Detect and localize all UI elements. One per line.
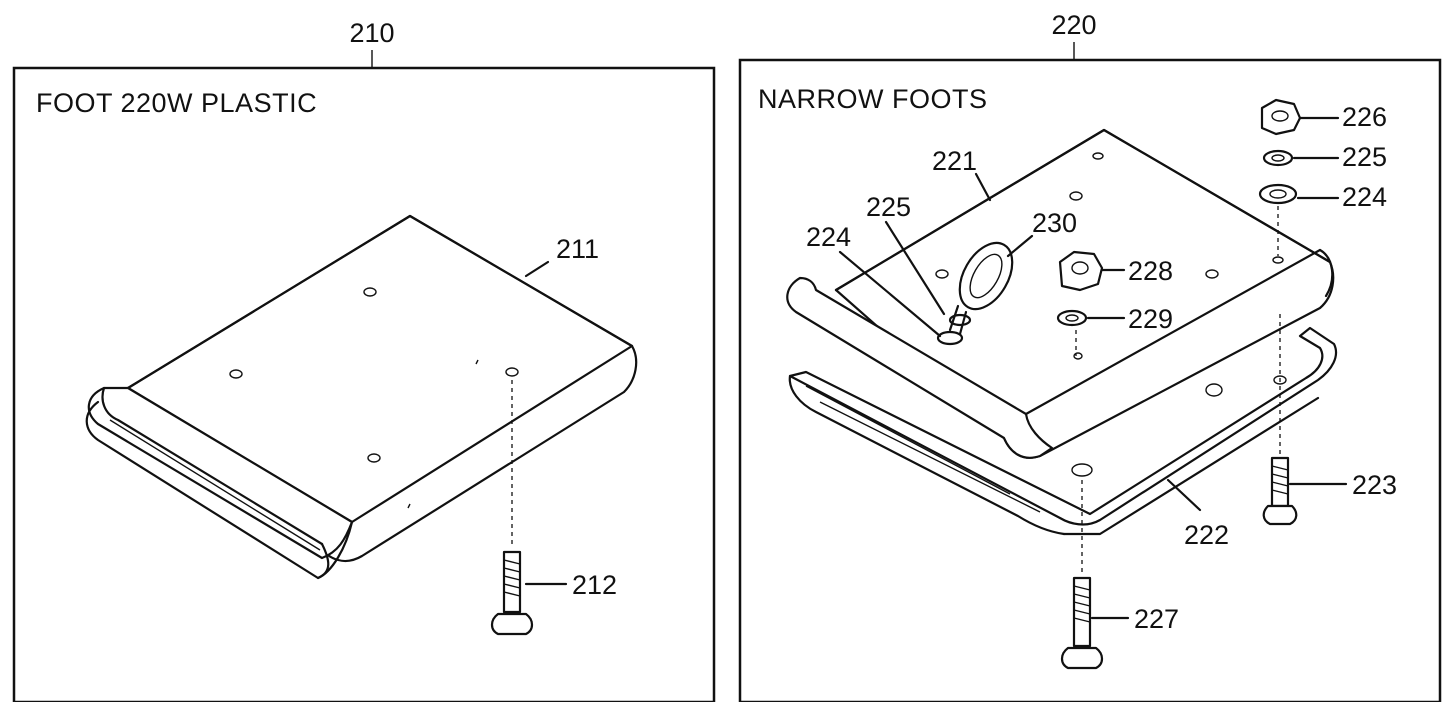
nut-226 [1260,98,1302,136]
lock-washer-225-right [1262,149,1294,167]
callout-223: 223 [1352,470,1397,500]
callout-226: 226 [1342,102,1387,132]
callout-230: 230 [1032,208,1077,238]
callout-211: 211 [556,234,599,264]
callout-227: 227 [1134,604,1179,634]
lock-washer-229 [1056,309,1088,327]
panel-210: 210 FOOT 220W PLASTIC 211 [12,18,716,702]
callout-225-right: 225 [1342,142,1387,172]
panel-220: 220 NARROW FOOTS 222 [738,10,1442,702]
narrow-foot-plate-221 [786,128,1335,459]
callout-221: 221 [932,146,977,176]
callout-229: 229 [1128,304,1173,334]
panel-title-right: NARROW FOOTS [758,84,988,114]
plastic-foot-pad [85,214,638,580]
panel-number-210: 210 [349,18,394,48]
panel-title-left: FOOT 220W PLASTIC [36,88,317,118]
callout-222: 222 [1184,520,1229,550]
washer-224-right [1258,183,1298,205]
panel-frame-right [738,58,1442,702]
bolt-227 [1060,576,1104,670]
nut-228 [1058,250,1104,292]
callout-228: 228 [1128,256,1173,286]
callout-224-right: 224 [1342,182,1387,212]
callout-224-left: 224 [806,222,851,252]
panel-frame-left [12,66,716,702]
bolt-212 [490,550,534,636]
callout-225-left: 225 [866,192,911,222]
ring-bolt-230 [936,241,1014,346]
panel-number-220: 220 [1051,10,1096,40]
callout-212: 212 [572,570,617,600]
bracket-222 [788,326,1338,536]
bolt-223 [1262,456,1298,526]
